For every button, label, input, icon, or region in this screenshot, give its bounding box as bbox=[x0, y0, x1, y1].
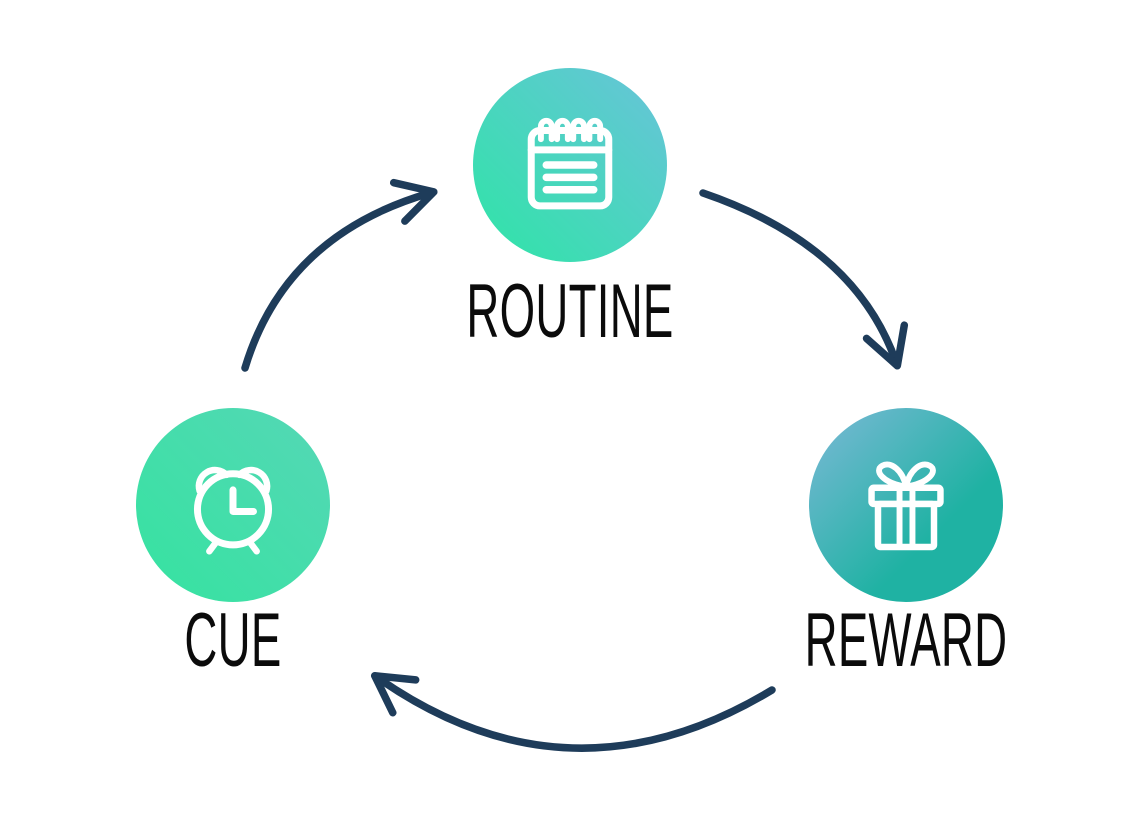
gift-icon bbox=[868, 461, 944, 551]
cue-circle bbox=[136, 408, 330, 602]
arrow-reward-to-cue bbox=[370, 671, 776, 752]
arrow-cue-to-routine bbox=[241, 178, 438, 372]
reward-circle bbox=[809, 408, 1003, 602]
alarm-clock-icon bbox=[193, 466, 273, 555]
routine-circle bbox=[473, 68, 667, 262]
reward-label: REWARD bbox=[804, 598, 1008, 683]
notepad-icon bbox=[527, 117, 613, 210]
arrow-routine-to-reward bbox=[699, 189, 909, 370]
cue-label: CUE bbox=[184, 598, 282, 683]
routine-label: ROUTINE bbox=[466, 269, 674, 354]
